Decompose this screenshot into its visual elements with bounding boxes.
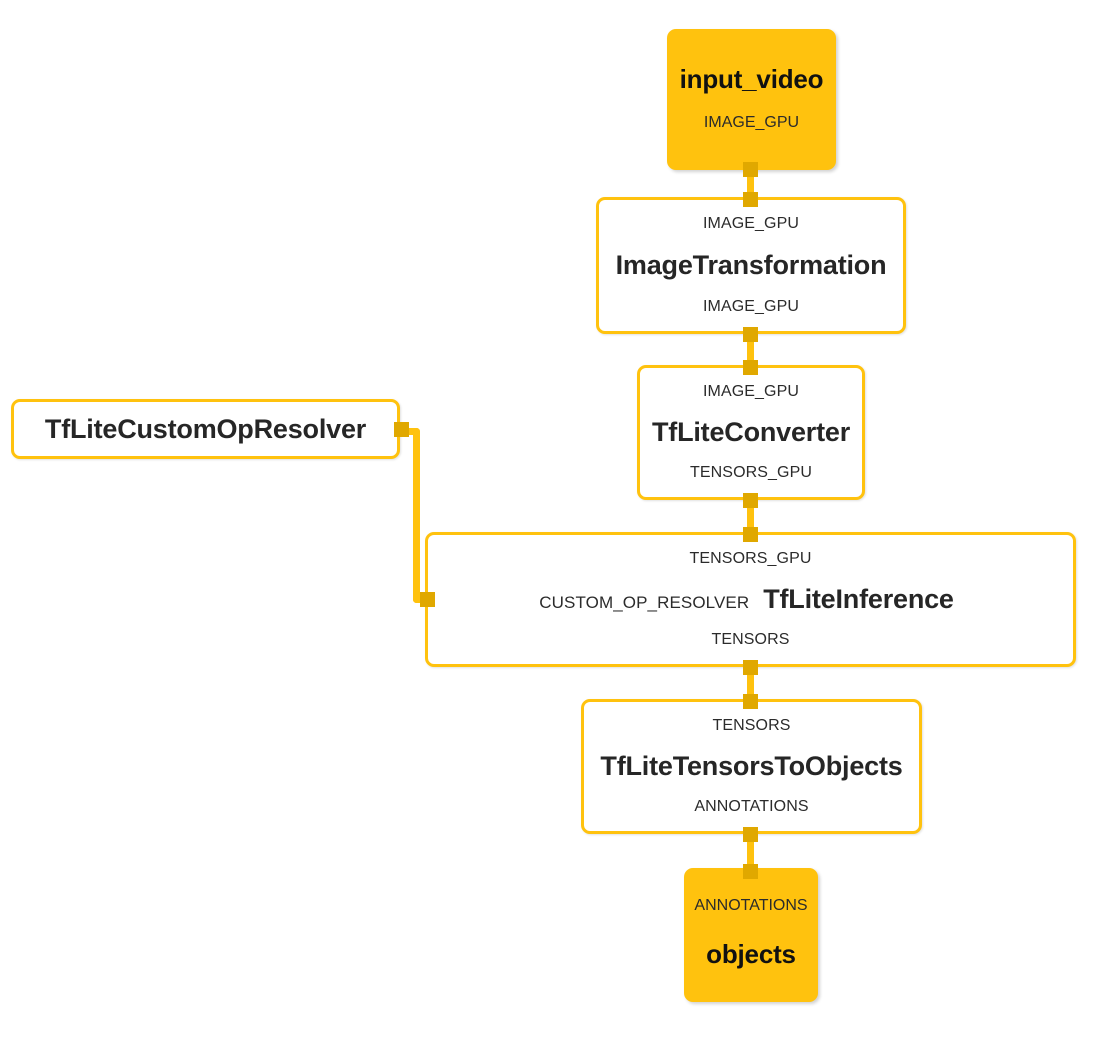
node-tflite-tensors-to-objects-title-row: TfLiteTensorsToObjects [600,753,902,780]
port-tflite-tensors-to-objects-input[interactable] [743,694,758,709]
edge-tflite-converter-to-tflite-inference [747,493,754,539]
node-tflite-tensors-to-objects-output-label: ANNOTATIONS [694,798,809,815]
node-tflite-custom-op-resolver-title: TfLiteCustomOpResolver [44,413,367,444]
node-objects[interactable]: ANNOTATIONS objects [684,868,818,1002]
port-image-transformation-output[interactable] [743,327,758,342]
node-tflite-converter-input-label: IMAGE_GPU [702,383,800,400]
port-tflite-converter-output[interactable] [743,493,758,508]
node-input-video-title: input_video [679,64,824,94]
edge-resolver-to-inference-segment-vertical [413,428,420,603]
node-image-transformation[interactable]: IMAGE_GPU ImageTransformation IMAGE_GPU [596,197,906,334]
node-tflite-custom-op-resolver-title-row: TfLiteCustomOpResolver [44,413,367,444]
port-image-transformation-input[interactable] [743,192,758,207]
node-image-transformation-input-label: IMAGE_GPU [702,215,800,232]
port-tflite-inference-side-input[interactable] [420,592,435,607]
edge-resolver-to-inference-segment-top [398,428,420,435]
node-objects-input-label: ANNOTATIONS [694,897,808,914]
edge-tflite-tensors-to-objects-to-objects [747,828,754,873]
node-tflite-inference-input-label: TENSORS_GPU [689,550,812,567]
node-tflite-inference[interactable]: TENSORS_GPU CUSTOM_OP_RESOLVER TfLiteInf… [425,532,1076,667]
node-tflite-inference-title-row: CUSTOM_OP_RESOLVER TfLiteInference [539,586,954,613]
node-tflite-inference-side-input-label: CUSTOM_OP_RESOLVER [539,593,750,612]
node-objects-title: objects [706,939,796,969]
node-tflite-converter-title: TfLiteConverter [651,417,851,447]
node-image-transformation-title: ImageTransformation [615,250,887,280]
edge-image-transformation-to-tflite-converter [747,328,754,376]
port-objects-input[interactable] [743,864,758,879]
node-image-transformation-output-label: IMAGE_GPU [702,298,800,315]
node-tflite-converter-title-row: TfLiteConverter [652,419,850,446]
port-tflite-inference-input[interactable] [743,527,758,542]
node-input-video[interactable]: input_video IMAGE_GPU [667,29,836,170]
node-tflite-tensors-to-objects[interactable]: TENSORS TfLiteTensorsToObjects ANNOTATIO… [581,699,922,834]
node-tflite-inference-output-label: TENSORS [711,631,790,648]
port-tflite-inference-output[interactable] [743,660,758,675]
node-tflite-custom-op-resolver[interactable]: TfLiteCustomOpResolver [11,399,400,459]
edge-tflite-inference-to-tflite-tensors-to-objects [747,662,754,709]
node-tflite-tensors-to-objects-title: TfLiteTensorsToObjects [600,751,903,781]
node-image-transformation-title-row: ImageTransformation [616,252,887,279]
node-tflite-converter[interactable]: IMAGE_GPU TfLiteConverter TENSORS_GPU [637,365,865,500]
port-tflite-tensors-to-objects-output[interactable] [743,827,758,842]
port-tflite-converter-input[interactable] [743,360,758,375]
node-input-video-output-label: IMAGE_GPU [703,114,800,131]
port-tflite-custom-op-resolver-output[interactable] [394,422,409,437]
edge-input-video-to-image-transformation [747,164,754,208]
node-tflite-inference-title: TfLiteInference [763,584,954,614]
port-input-video-output[interactable] [743,162,758,177]
node-tflite-converter-output-label: TENSORS_GPU [689,464,813,481]
node-tflite-tensors-to-objects-input-label: TENSORS [712,717,791,734]
